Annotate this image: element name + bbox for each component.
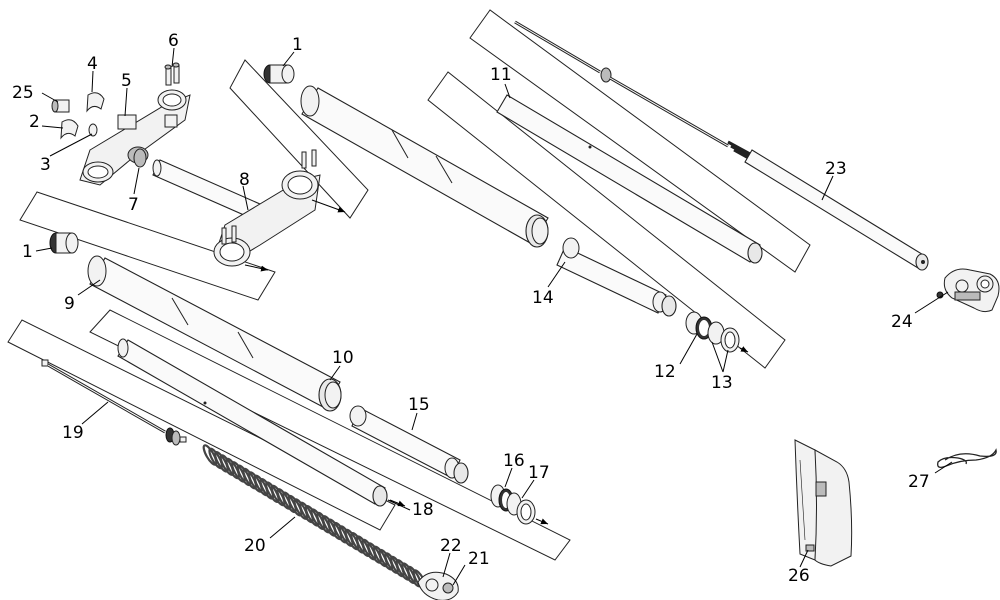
label-4: 4 [87, 54, 98, 74]
part-11-tube [496, 94, 763, 264]
leader-lines [35, 47, 953, 586]
part-21-22-bracket [417, 571, 459, 600]
label-23: 23 [825, 159, 847, 179]
label-5: 5 [121, 71, 132, 91]
label-22: 22 [440, 536, 462, 556]
label-7: 7 [128, 195, 139, 215]
assembly-frames [7, 9, 811, 561]
part-1-top-cap [263, 64, 295, 84]
part-2-clamp-half [60, 119, 79, 140]
label-16: 16 [503, 451, 525, 471]
part-23-cartridge [514, 20, 929, 271]
label-17: 17 [528, 463, 550, 483]
label-1-top: 1 [292, 35, 303, 55]
part-15-tube [349, 405, 469, 484]
part-9-10-stanchion [87, 255, 342, 412]
label-9: 9 [64, 294, 75, 314]
label-11: 11 [490, 65, 512, 85]
label-26: 26 [788, 566, 810, 586]
upper-stanchion-tube [300, 85, 549, 248]
part-14-tube [556, 237, 677, 317]
part-7-bearing [133, 148, 147, 168]
label-27: 27 [908, 472, 930, 492]
part-20-spring [202, 444, 428, 591]
label-21: 21 [468, 549, 490, 569]
label-13: 13 [711, 373, 733, 393]
label-18: 18 [412, 500, 434, 520]
part-16-17-rings [490, 484, 549, 525]
part-26-fork-guard [794, 439, 853, 567]
part-5-triple-clamp [79, 89, 191, 186]
label-8: 8 [239, 170, 250, 190]
label-15: 15 [408, 395, 430, 415]
part-27-clip [937, 448, 997, 468]
part-18-tube [117, 338, 406, 507]
part-25-bushing [51, 99, 70, 113]
part-8-lower-clamp [152, 149, 346, 272]
label-6: 6 [168, 31, 179, 51]
part-6-bolts [164, 62, 180, 86]
label-10: 10 [332, 348, 354, 368]
part-labels: 1 4 6 25 5 2 3 7 8 1 9 10 11 14 12 13 15… [12, 31, 930, 586]
label-14: 14 [532, 288, 554, 308]
label-20: 20 [244, 536, 266, 556]
label-1-left: 1 [22, 242, 33, 262]
part-1-left-cap [49, 232, 79, 254]
part-3-washer [88, 123, 98, 137]
label-2: 2 [29, 112, 40, 132]
part-19-damper-rod [41, 359, 187, 446]
part-24-bracket [936, 268, 1000, 313]
label-24: 24 [891, 312, 913, 332]
label-19: 19 [62, 423, 84, 443]
part-4-clamp-half [86, 92, 105, 113]
label-3: 3 [40, 155, 51, 175]
part-12-13-rings [685, 311, 749, 353]
label-25: 25 [12, 83, 34, 103]
label-12: 12 [654, 362, 676, 382]
